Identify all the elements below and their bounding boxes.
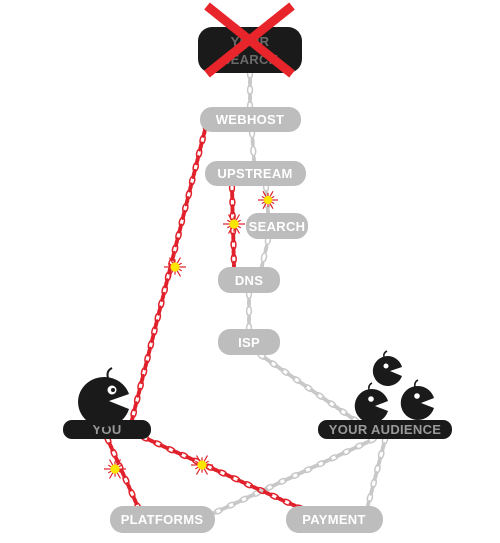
payment-node: PAYMENT <box>286 506 383 533</box>
chain-break-icon <box>104 459 126 479</box>
webhost-node: WEBHOST <box>200 107 301 132</box>
chain-audience-payment <box>365 434 389 511</box>
chain-you-payment-red <box>139 434 306 512</box>
chain-break-icon <box>164 257 186 277</box>
search-label: SEARCH <box>249 219 306 234</box>
search-node: SEARCH <box>246 213 308 239</box>
isp-node: ISP <box>218 329 280 355</box>
upstream-node: UPSTREAM <box>205 161 306 186</box>
chomper-icon <box>400 379 434 420</box>
platforms-node: PLATFORMS <box>110 506 215 533</box>
chain-dns-isp <box>245 288 253 334</box>
chomper-icon <box>372 350 402 386</box>
chain-breaks <box>104 191 278 479</box>
chain-search-webhost <box>246 68 254 112</box>
your-audience-label: YOUR AUDIENCE <box>329 422 442 437</box>
dns-node: DNS <box>218 267 280 293</box>
chain-break-icon <box>223 214 245 234</box>
your-audience-node: YOUR AUDIENCE <box>318 420 452 439</box>
chomper-icon <box>354 382 388 423</box>
chomper-icon <box>78 367 129 427</box>
chain-isp-audience <box>257 351 360 425</box>
chain-webhost-you-red <box>129 120 210 426</box>
chain-break-icon <box>191 455 213 475</box>
chain-links <box>104 68 389 517</box>
webhost-label: WEBHOST <box>216 112 285 127</box>
platforms-label: PLATFORMS <box>121 512 204 527</box>
isp-label: ISP <box>238 335 260 350</box>
upstream-label: UPSTREAM <box>217 166 292 181</box>
chain-webhost-upstream <box>248 127 257 166</box>
chain-break-icon <box>258 191 278 209</box>
dns-label: DNS <box>235 273 263 288</box>
chain-you-platforms-red <box>104 434 142 513</box>
cross-icon <box>204 2 295 78</box>
payment-label: PAYMENT <box>302 512 366 527</box>
chain-search-dns <box>259 234 272 272</box>
